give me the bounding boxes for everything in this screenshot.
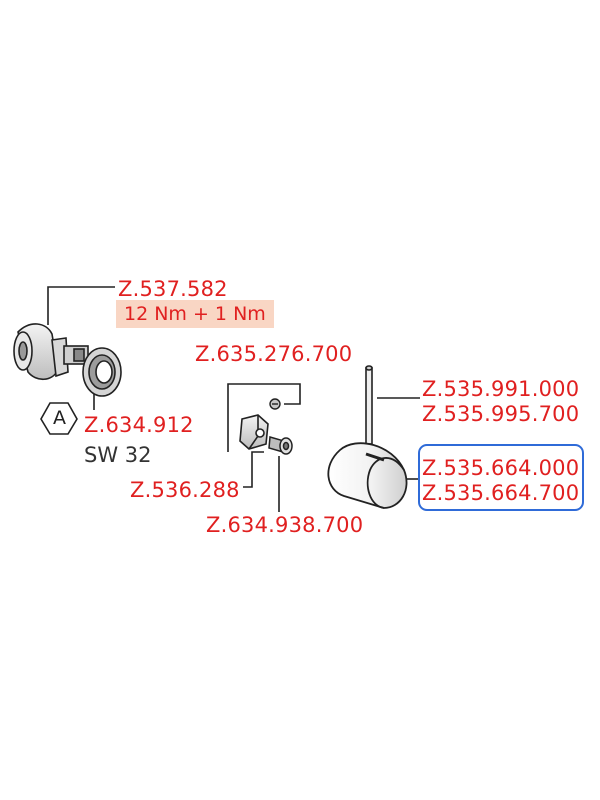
part-number-rod-2: Z.535.995.700	[422, 402, 580, 426]
set-screw-icon	[269, 398, 281, 410]
part-number-rod-1: Z.535.991.000	[422, 377, 580, 401]
clip-icon	[239, 414, 269, 450]
part-number-cartridge: Z.537.582	[118, 277, 228, 301]
leader-cartridge	[47, 286, 115, 325]
part-number-clip: Z.536.288	[130, 478, 240, 502]
leader-clip	[243, 451, 264, 488]
part-number-nut: Z.634.912	[84, 413, 194, 437]
torque-spec: 12 Nm + 1 Nm	[116, 300, 274, 328]
nut-icon	[82, 347, 122, 397]
part-number-handle-1: Z.535.664.000	[422, 456, 580, 480]
cartridge-icon	[13, 323, 89, 381]
rod-icon	[365, 365, 373, 445]
hex-marker-shape	[40, 402, 78, 435]
leader-set-screw	[227, 383, 301, 452]
handle-highlight-box	[418, 444, 584, 511]
part-number-screw: Z.634.938.700	[206, 513, 364, 537]
handle-icon	[327, 442, 408, 509]
wrench-size: SW 32	[84, 443, 152, 467]
part-number-set-screw: Z.635.276.700	[195, 342, 353, 366]
hex-marker-label: A	[53, 407, 66, 429]
screw-icon	[268, 436, 293, 455]
part-number-handle-2: Z.535.664.700	[422, 481, 580, 505]
